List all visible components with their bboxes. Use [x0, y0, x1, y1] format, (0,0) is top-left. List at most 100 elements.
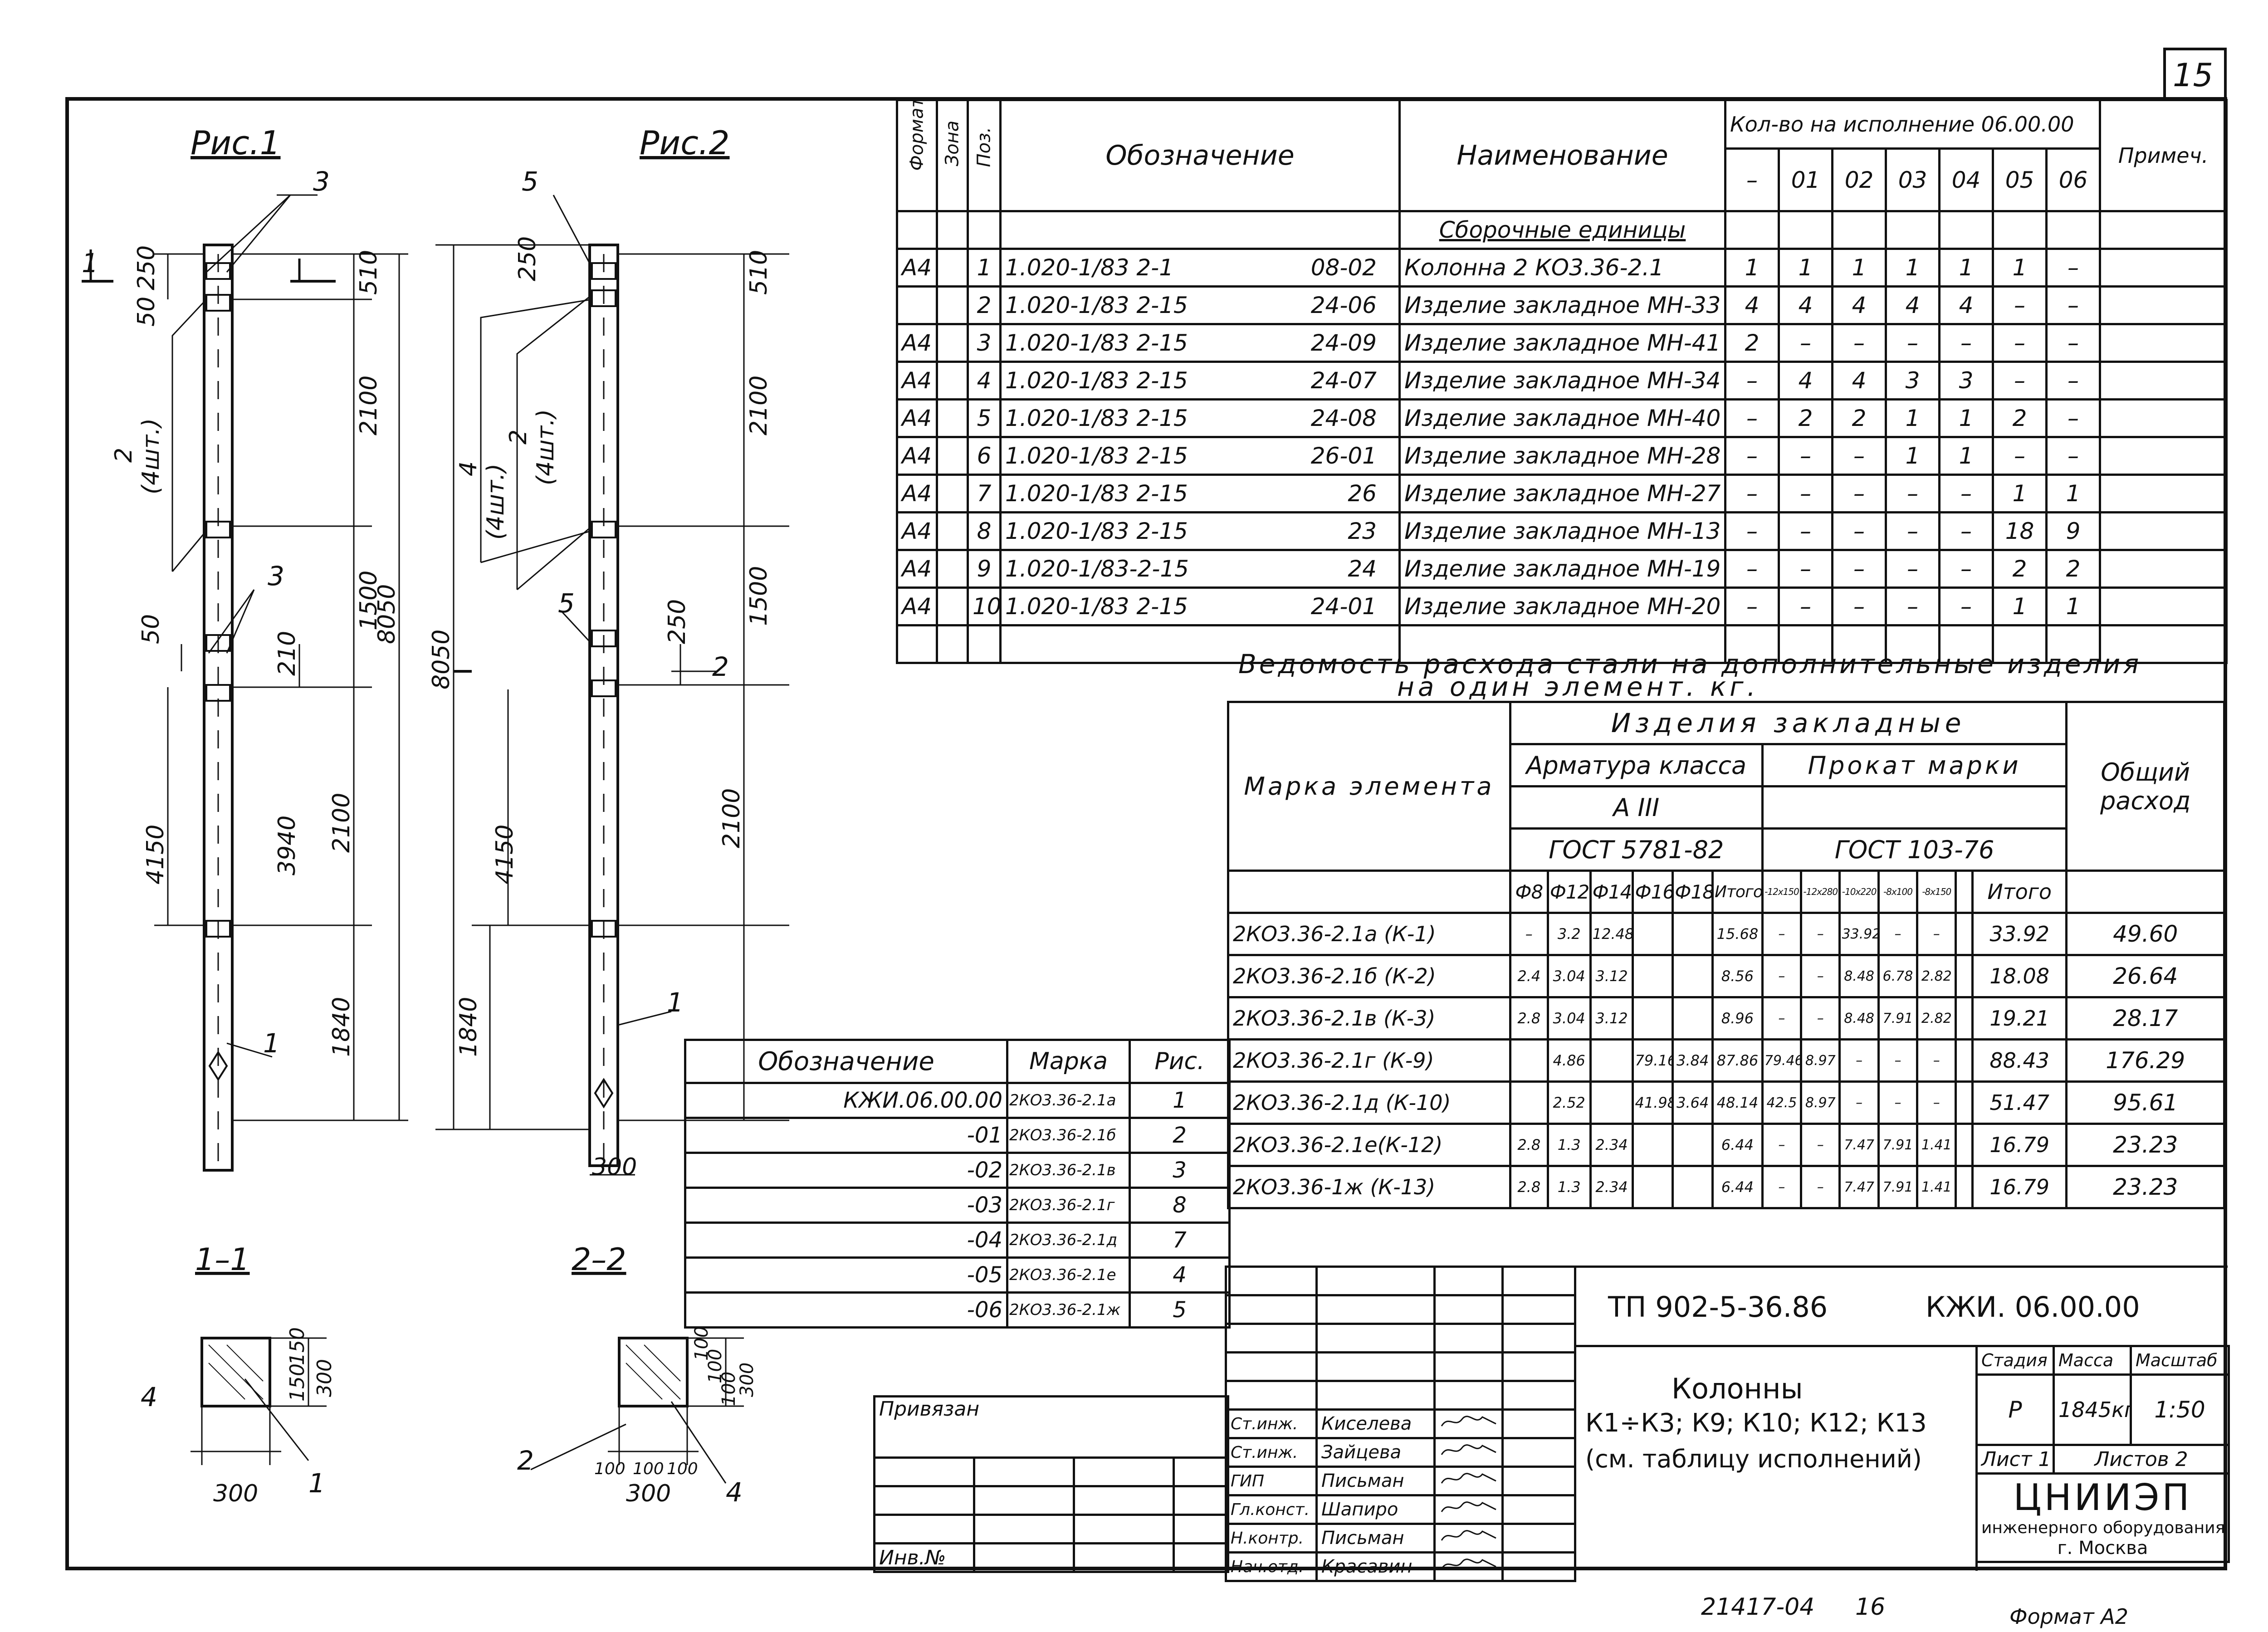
- spec-qty: –: [1992, 323, 2048, 363]
- steel-rebar-value: 12.48: [1589, 912, 1634, 956]
- staff-row: Ст.инж.Зайцева: [1225, 1437, 1576, 1468]
- steel-rebar-value: 3.04: [1546, 954, 1592, 998]
- title-name-2: К1÷К3; К9; К10; К12; К13: [1585, 1408, 1927, 1438]
- spec-qty: 1: [1724, 248, 1780, 288]
- spec-note: [2099, 398, 2228, 438]
- spec-name: Колонна 2 КО3.36-2.1: [1398, 248, 1726, 288]
- exec-h-fig: Рис.: [1129, 1039, 1231, 1084]
- steel-h-rebar: Арматура класса: [1509, 743, 1764, 787]
- steel-rolled-value: 19.21: [1971, 996, 2068, 1041]
- fig1-leader-2-note: (4шт.): [137, 418, 165, 494]
- org-city: г. Москва: [2057, 1538, 2148, 1559]
- steel-rolled-value: 16.79: [1971, 1165, 2068, 1209]
- org-name: ЦНИИЭП: [2013, 1476, 2192, 1519]
- steel-sub-col: -8x150: [1916, 870, 1957, 914]
- spec-format: [896, 285, 938, 325]
- scale-h: Масштаб: [2130, 1345, 2230, 1376]
- steel-rolled-value: [1955, 954, 1974, 998]
- sheet-label: Лист 1: [1975, 1444, 2055, 1475]
- staff-empty-row: [1225, 1294, 1576, 1325]
- staff-role: Нач.отд.: [1225, 1551, 1318, 1582]
- steel-rebar-value: 1.3: [1546, 1123, 1592, 1167]
- spec-sheet: 26-01: [1310, 443, 1377, 469]
- spec-sheet: 24-06: [1310, 292, 1377, 318]
- spec-sheet: 24-07: [1310, 367, 1377, 394]
- spec-qty: –: [1724, 474, 1780, 513]
- spec-qty: 2: [1831, 398, 1887, 438]
- exec-fig: 8: [1129, 1187, 1231, 1224]
- fig1-dim-1500: 1500: [355, 571, 382, 630]
- staff-empty-row: [1225, 1323, 1576, 1353]
- spec-sheet: 24-01: [1310, 593, 1377, 620]
- page-number: 15: [2173, 57, 2213, 94]
- section2-callout-4: 4: [726, 1477, 743, 1508]
- spec-code: 1.020-1/83 2-15: [1005, 593, 1188, 620]
- steel-rolled-value: 2.82: [1916, 996, 1957, 1041]
- staff-role: Ст.инж.: [1225, 1437, 1318, 1468]
- steel-rolled-value: 8.97: [1800, 1080, 1841, 1125]
- steel-sub-col: Итого: [1971, 870, 2068, 914]
- steel-h-rolled-gost: ГОСТ 103-76: [1761, 827, 2068, 872]
- spec-zone: [936, 398, 969, 438]
- exec-fig: 3: [1129, 1152, 1231, 1189]
- spec-sheet: 08-02: [1310, 254, 1377, 281]
- spec-sheet: 26: [1348, 480, 1377, 507]
- spec-h-designation: Обозначение: [999, 99, 1401, 212]
- spec-designation: 1.020-1/83 2-15 24-07: [999, 361, 1401, 401]
- staff-row: Н.контр.Письман: [1225, 1523, 1576, 1554]
- steel-rolled-value: 51.47: [1971, 1080, 2068, 1125]
- spec-qty-col: 05: [1992, 147, 2048, 212]
- steel-title-1: Ведомость расхода стали на дополнительны…: [1238, 649, 2142, 679]
- stage-value: Р: [1975, 1373, 2055, 1446]
- steel-rebar-value: 41.98: [1632, 1080, 1674, 1125]
- staff-row: Нач.отд.Красавин: [1225, 1551, 1576, 1582]
- spec-name: Изделие закладное МН-27: [1398, 474, 1726, 513]
- spec-format: А4: [896, 474, 938, 513]
- steel-h-row-2: Арматура класса Прокат марки: [1228, 743, 2224, 787]
- fig1-dim-4150: 4150: [142, 825, 169, 884]
- steel-rolled-value: –: [1838, 1080, 1880, 1125]
- section2-callout-2: 2: [517, 1445, 534, 1476]
- steel-sub-row: Ф8 Ф12 Ф14 Ф16 Ф18 Итого -12x150 -12x280…: [1227, 870, 2225, 914]
- spec-qty-col: 06: [2045, 147, 2102, 212]
- steel-table: Марка элемента Изделия закладные Общий р…: [1227, 701, 2225, 1209]
- spec-qty: 9: [2045, 511, 2102, 551]
- steel-rolled-value: [1955, 1123, 1974, 1167]
- spec-qty: –: [2045, 436, 2102, 476]
- spec-qty: –: [1938, 323, 1994, 363]
- staff-role: ГИП: [1225, 1466, 1318, 1496]
- steel-h-rebar-gost: ГОСТ 5781-82: [1509, 827, 1764, 872]
- section1-marker-a: 1: [82, 248, 98, 279]
- steel-rolled-value: 33.92: [1971, 912, 2068, 956]
- spec-qty: 4: [1885, 285, 1941, 325]
- steel-rolled-value: [1955, 1080, 1974, 1125]
- exec-fig: 2: [1129, 1117, 1231, 1154]
- steel-mark: 2КО3.36-2.1б (К-2): [1227, 954, 1511, 998]
- spec-name: Изделие закладное МН-20: [1398, 586, 1726, 626]
- spec-zone: [936, 361, 969, 401]
- spec-zone: [936, 436, 969, 476]
- spec-name: Изделие закладное МН-13: [1398, 511, 1726, 551]
- stage-h: Стадия: [1975, 1345, 2055, 1376]
- steel-rolled-value: [1955, 996, 1974, 1041]
- binding-table: Привязан Инв.№: [873, 1395, 1230, 1573]
- org-line2: инженерного оборудования: [1981, 1519, 2225, 1537]
- spec-code: 1.020-1/83 2-15: [1005, 367, 1188, 394]
- staff-signature: [1433, 1408, 1504, 1439]
- steel-rolled-value: 8.97: [1800, 1038, 1841, 1083]
- staff-date: [1501, 1523, 1576, 1554]
- binding-row: [873, 1485, 1230, 1516]
